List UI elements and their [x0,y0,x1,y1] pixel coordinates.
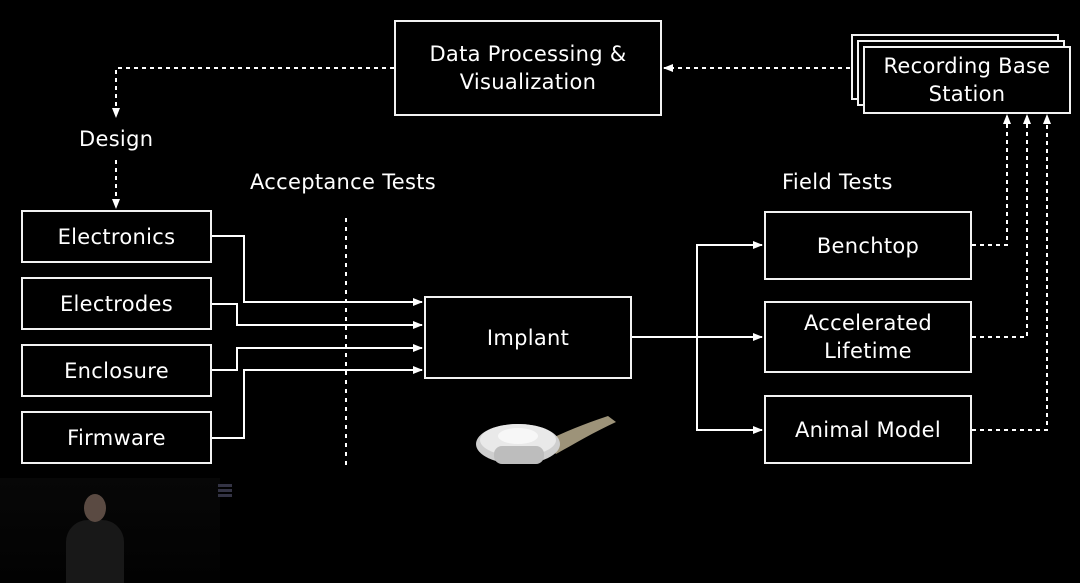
data-processing-box: Data Processing & Visualization [394,20,662,116]
arrow-processing-to-design [112,67,394,118]
field-box-benchtop: Benchtop [764,211,972,280]
dashed-benchtop-to-base [972,114,1011,246]
implant-device-icon [476,416,616,464]
dashed-accelerated-to-base [972,114,1031,338]
component-label-enclosure: Enclosure [64,358,169,383]
component-label-electronics: Electronics [57,224,176,249]
field-label-accelerated-lifetime: Accelerated Lifetime [803,311,933,363]
base-station-label: Recording Base Station [883,54,1051,106]
presenter-head [84,494,106,522]
field-label-animal-model: Animal Model [795,417,941,442]
wire-to-animal [696,337,763,434]
wire-enclosure [212,344,423,371]
presenter-body [66,520,124,583]
component-box-enclosure: Enclosure [21,344,212,397]
component-box-electrodes: Electrodes [21,277,212,330]
wire-to-benchtop [696,241,763,337]
field-box-accelerated-lifetime: Accelerated Lifetime [764,301,972,373]
base-station-box: Recording Base Station [863,46,1071,114]
wire-electronics [212,235,423,306]
field-tests-label: Field Tests [782,170,893,194]
component-label-firmware: Firmware [67,425,166,450]
component-box-firmware: Firmware [21,411,212,464]
dashed-animal-to-base [972,114,1051,431]
data-processing-label: Data Processing & Visualization [429,42,627,94]
component-box-electronics: Electronics [21,210,212,263]
wire-firmware [212,366,423,439]
component-label-electrodes: Electrodes [59,291,173,316]
field-box-animal-model: Animal Model [764,395,972,464]
implant-box: Implant [424,296,632,379]
implant-label: Implant [486,325,570,350]
wire-electrodes [212,303,423,329]
stage-monitor [218,482,234,508]
field-label-benchtop: Benchtop [816,233,920,258]
design-label: Design [79,127,154,151]
acceptance-tests-label: Acceptance Tests [250,170,436,194]
